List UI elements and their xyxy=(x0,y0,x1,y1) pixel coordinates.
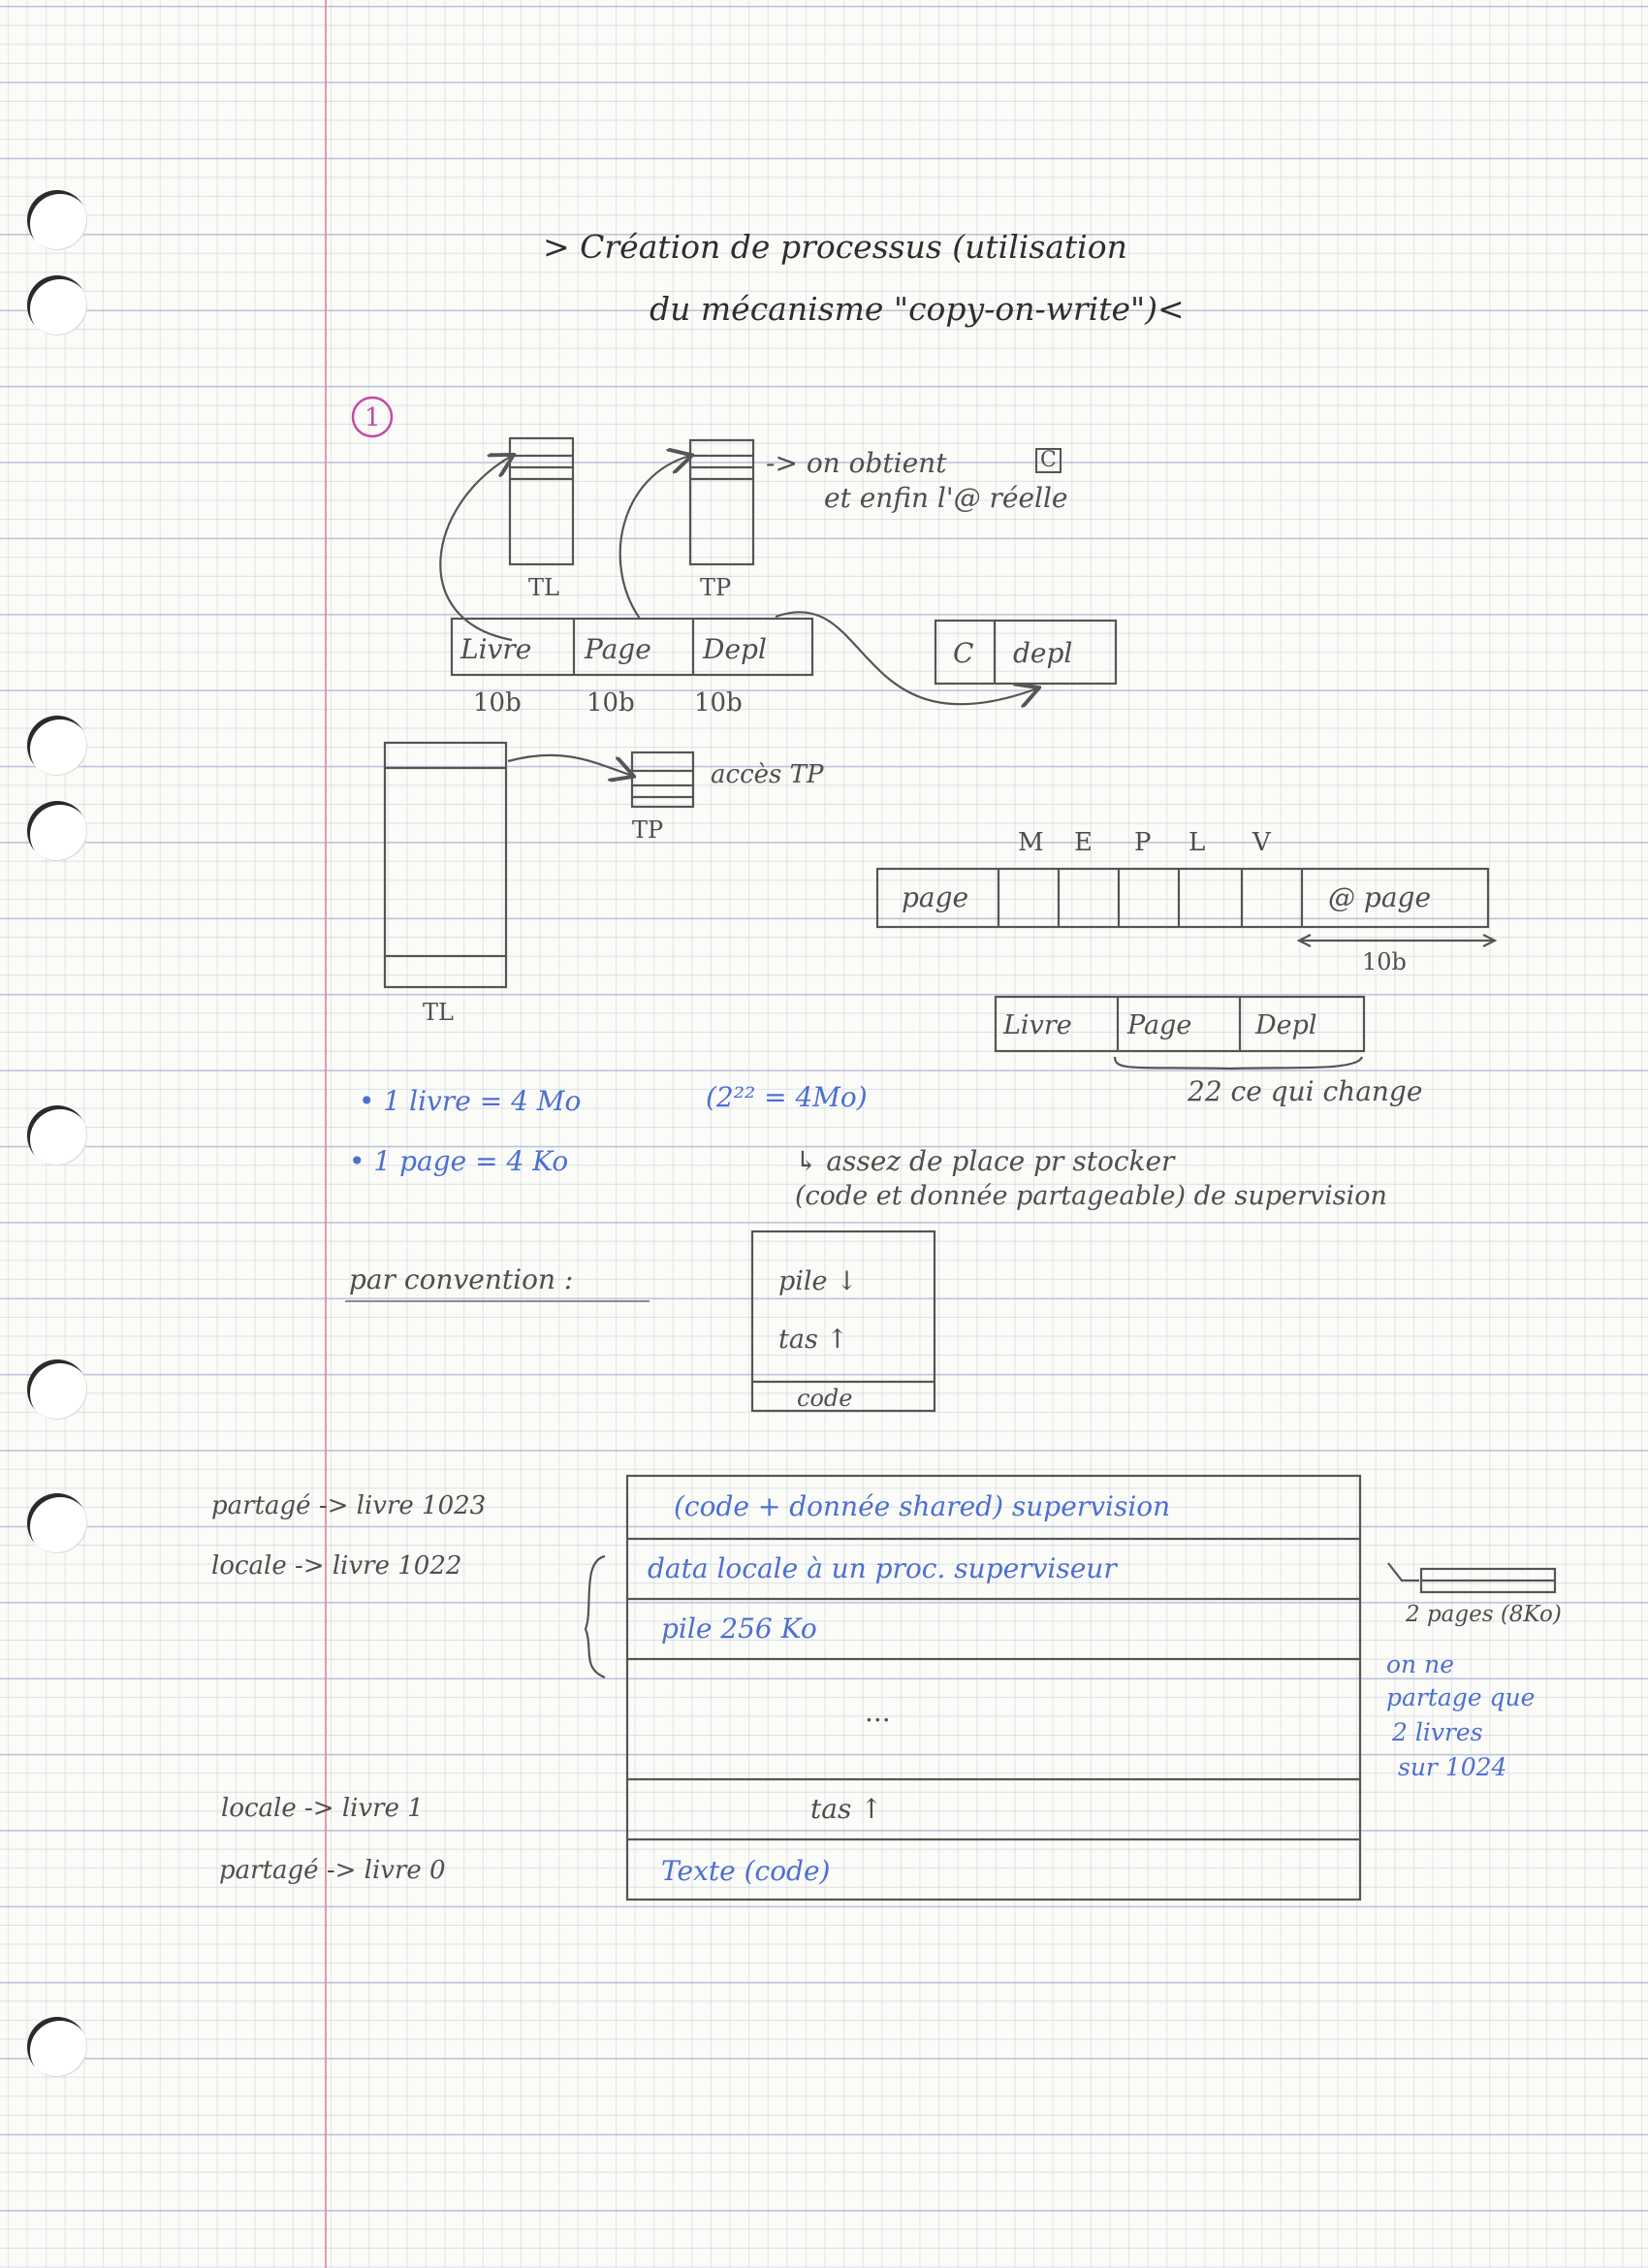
result-depl: depl xyxy=(1013,637,1073,669)
bit-p: P xyxy=(1134,828,1152,857)
tp-label-2: TP xyxy=(632,816,664,844)
binder-hole xyxy=(27,190,87,250)
entry-adresse-page: @ page xyxy=(1328,881,1432,913)
binder-hole xyxy=(27,716,87,776)
memory-map-box xyxy=(625,1474,1362,1901)
entry-size: 10b xyxy=(1362,948,1407,975)
tp-table-2 xyxy=(630,751,695,809)
title-line-2: du mécanisme "copy-on-write")< xyxy=(650,290,1185,328)
bit-m: M xyxy=(1018,828,1044,857)
map-row-ellipsis: ... xyxy=(865,1696,891,1728)
note-space-line-1: ↳ assez de place pr stocker xyxy=(795,1145,1175,1177)
note-livre-size: • 1 livre = 4 Mo xyxy=(359,1085,582,1117)
tp-label-1: TP xyxy=(700,574,732,601)
label-partage-1023: partagé -> livre 1023 xyxy=(211,1491,487,1520)
address-box-2 xyxy=(994,995,1366,1053)
binder-hole xyxy=(27,1105,87,1166)
convention-box xyxy=(750,1230,936,1413)
section-number: 1 xyxy=(364,403,381,432)
field-livre-1: Livre xyxy=(460,633,532,665)
bit-l: L xyxy=(1188,828,1206,857)
access-tp-label: accès TP xyxy=(711,760,824,789)
tl-table-2 xyxy=(383,741,508,989)
binder-hole xyxy=(27,2017,87,2077)
tl-label-2: TL xyxy=(423,999,454,1026)
map-row-data-locale: data locale à un proc. superviseur xyxy=(648,1552,1117,1584)
address-box-1 xyxy=(450,617,814,677)
page-entry-box xyxy=(875,867,1490,929)
bit-v: V xyxy=(1252,828,1271,857)
size-depl: 10b xyxy=(694,688,743,718)
diagram-1 xyxy=(439,436,1118,704)
size-page: 10b xyxy=(586,688,635,718)
tl-label-1: TL xyxy=(528,574,559,601)
side-note-4: sur 1024 xyxy=(1398,1753,1507,1781)
arrow-page-to-tp xyxy=(618,456,690,620)
note-obtient: -> on obtient xyxy=(766,447,947,479)
field-page-1: Page xyxy=(585,633,651,665)
side-note-3: 2 livres xyxy=(1392,1718,1483,1746)
diagram-2 xyxy=(383,741,1498,1070)
change-note: 22 ce qui change xyxy=(1188,1075,1423,1107)
field-depl-2: Depl xyxy=(1255,1010,1317,1040)
note-c-box: C xyxy=(1035,448,1062,473)
binder-hole xyxy=(27,1359,87,1420)
binder-hole xyxy=(27,275,87,335)
arrow-livre-to-tl xyxy=(439,456,512,642)
note-livre-formula: (2²² = 4Mo) xyxy=(706,1081,868,1113)
convention-diagram xyxy=(345,1230,936,1413)
convention-label: par convention : xyxy=(349,1263,574,1295)
convention-tas: tas ↑ xyxy=(778,1325,849,1355)
title-line-1: > Création de processus (utilisation xyxy=(543,228,1127,266)
side-note-2: partage que xyxy=(1386,1683,1536,1711)
label-partage-0: partagé -> livre 0 xyxy=(219,1856,446,1885)
label-locale-1022: locale -> livre 1022 xyxy=(211,1551,462,1581)
field-depl-1: Depl xyxy=(703,633,767,665)
bit-e: E xyxy=(1074,828,1093,857)
note-adresse-reelle: et enfin l'@ réelle xyxy=(824,482,1068,514)
margin-line xyxy=(325,0,327,2268)
tl-table-1 xyxy=(508,436,575,566)
note-space-line-2: (code et donnée partageable) de supervis… xyxy=(795,1181,1387,1211)
binder-hole xyxy=(27,1493,87,1553)
section-circle xyxy=(351,396,394,438)
convention-code: code xyxy=(797,1385,853,1412)
memory-map-diagram xyxy=(584,1474,1557,1901)
size-livre: 10b xyxy=(473,688,522,718)
note-page-size: • 1 page = 4 Ko xyxy=(349,1145,569,1177)
map-row-pile: pile 256 Ko xyxy=(661,1613,817,1645)
map-row-texte: Texte (code) xyxy=(661,1855,831,1887)
map-row-shared: (code + donnée shared) supervision xyxy=(674,1490,1171,1522)
convention-pile: pile ↓ xyxy=(778,1266,858,1296)
arrow-depl-to-result xyxy=(775,611,1037,704)
side-note-1: on ne xyxy=(1386,1650,1454,1678)
two-pages-note: 2 pages (8Ko) xyxy=(1406,1602,1562,1627)
result-c: C xyxy=(953,637,974,669)
field-livre-2: Livre xyxy=(1003,1010,1072,1040)
map-row-tas: tas ↑ xyxy=(810,1793,883,1825)
tp-table-1 xyxy=(688,438,755,566)
label-locale-1: locale -> livre 1 xyxy=(221,1794,424,1823)
field-page-2: Page xyxy=(1127,1010,1192,1040)
entry-page: page xyxy=(902,881,969,913)
arrow-tl-to-tp xyxy=(507,753,632,776)
binder-hole xyxy=(27,801,87,861)
